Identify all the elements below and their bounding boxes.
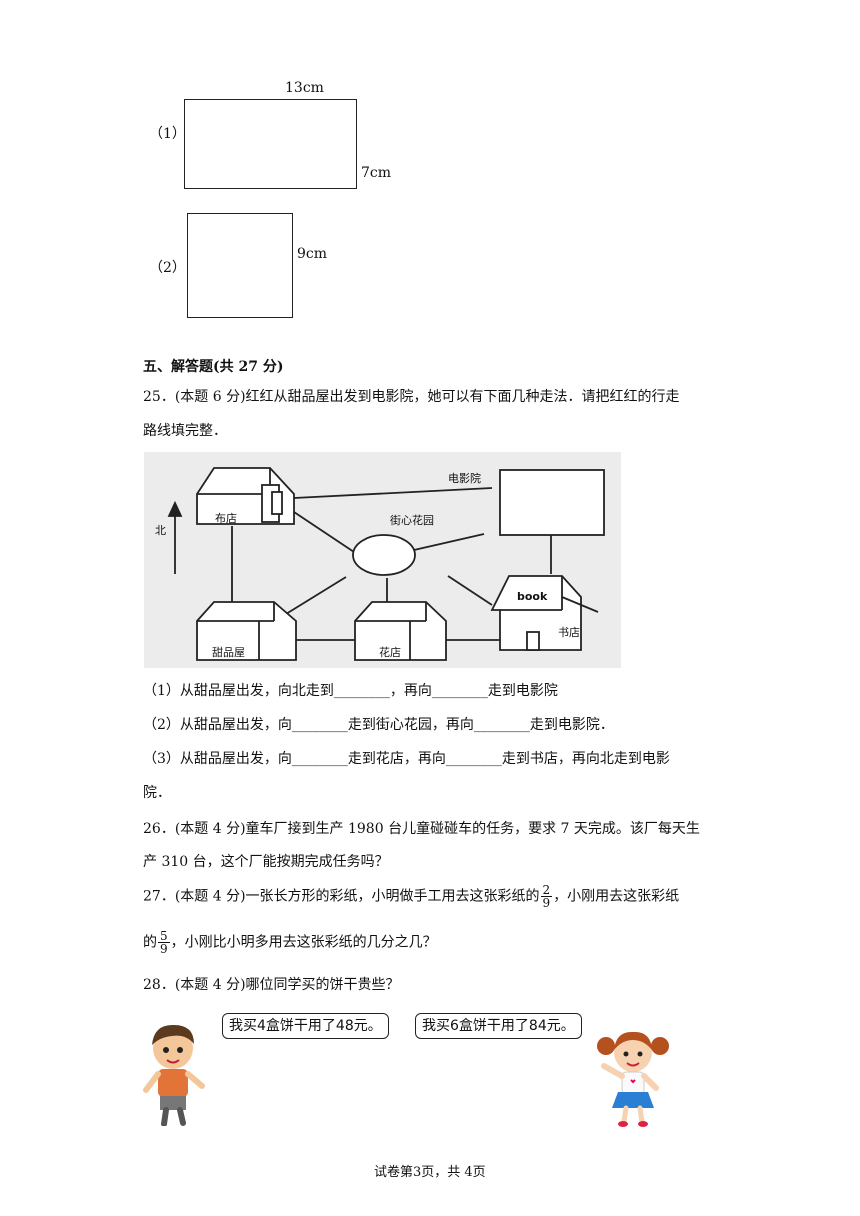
q25-line2: 路线填完整． (143, 423, 227, 439)
q27-line2-text-b: ，小刚比小明多用去这张彩纸的几分之几？ (170, 934, 437, 951)
fig1-side-dimension: 7cm (361, 165, 392, 181)
map-cloth-shop-label: 布店 (215, 511, 237, 525)
q27-frac1-denominator: 9 (542, 896, 551, 910)
q25-sub3-line2: 院． (143, 785, 171, 801)
q28-line1: 28．(本题 4 分)哪位同学买的饼干贵些？ (143, 977, 400, 993)
map-cinema-label: 电影院 (448, 471, 481, 485)
speech-bubble-boy: 我买4盒饼干用了48元。 (222, 1013, 389, 1039)
q26-line2: 产 310 台，这个厂能按期完成任务吗？ (143, 854, 389, 870)
map-north-label: 北 (155, 524, 166, 537)
q27-frac2-numerator: 5 (158, 929, 170, 943)
fig2-square (187, 213, 293, 318)
q25-map: 电影院 布店 街心花园 北 甜品屋 花店 book 书店 (144, 452, 621, 668)
q25-sub3-line1: （3）从甜品屋出发，向________走到花店，再向________走到书店，再… (143, 751, 670, 767)
q27-line2-text-a: 的 (143, 934, 157, 951)
map-book-word: book (517, 590, 548, 603)
fig1-rectangle (184, 99, 357, 189)
q25-sub1: （1）从甜品屋出发，向北走到________，再向________走到电影院 (143, 683, 558, 699)
q27-frac2-denominator: 9 (160, 942, 168, 956)
map-bookstore-label: 书店 (558, 625, 580, 639)
page-footer: 试卷第3页，共 4页 (374, 1165, 486, 1180)
q25-sub2: （2）从甜品屋出发，向________走到街心花园，再向________走到电影… (143, 717, 614, 733)
fig1-label: （1） (149, 126, 186, 142)
q27-frac1-numerator: 2 (540, 883, 553, 897)
q27-line1-text-b: ，小刚用去这张彩纸 (553, 888, 680, 905)
q27-line1-text-a: 27．(本题 4 分)一张长方形的彩纸，小明做手工用去这张彩纸的 (143, 888, 540, 905)
q25-line1: 25．(本题 6 分)红红从甜品屋出发到电影院，她可以有下面几种走法．请把红红的… (143, 389, 680, 405)
map-garden-label: 街心花园 (390, 513, 434, 527)
girl-illustration (597, 1031, 669, 1127)
fig2-side-dimension: 9cm (297, 246, 328, 262)
q26-line1: 26．(本题 4 分)童车厂接到生产 1980 台儿童碰碰车的任务，要求 7 天… (143, 821, 700, 837)
speech-bubble-girl: 我买6盒饼干用了84元。 (415, 1013, 582, 1039)
boy-illustration (143, 1024, 205, 1126)
fig2-label: （2） (149, 260, 186, 276)
map-dessert-label: 甜品屋 (212, 646, 245, 659)
section-title: 五、解答题(共 27 分) (143, 359, 284, 375)
fig1-top-dimension: 13cm (285, 80, 324, 96)
map-flower-label: 花店 (379, 645, 401, 659)
